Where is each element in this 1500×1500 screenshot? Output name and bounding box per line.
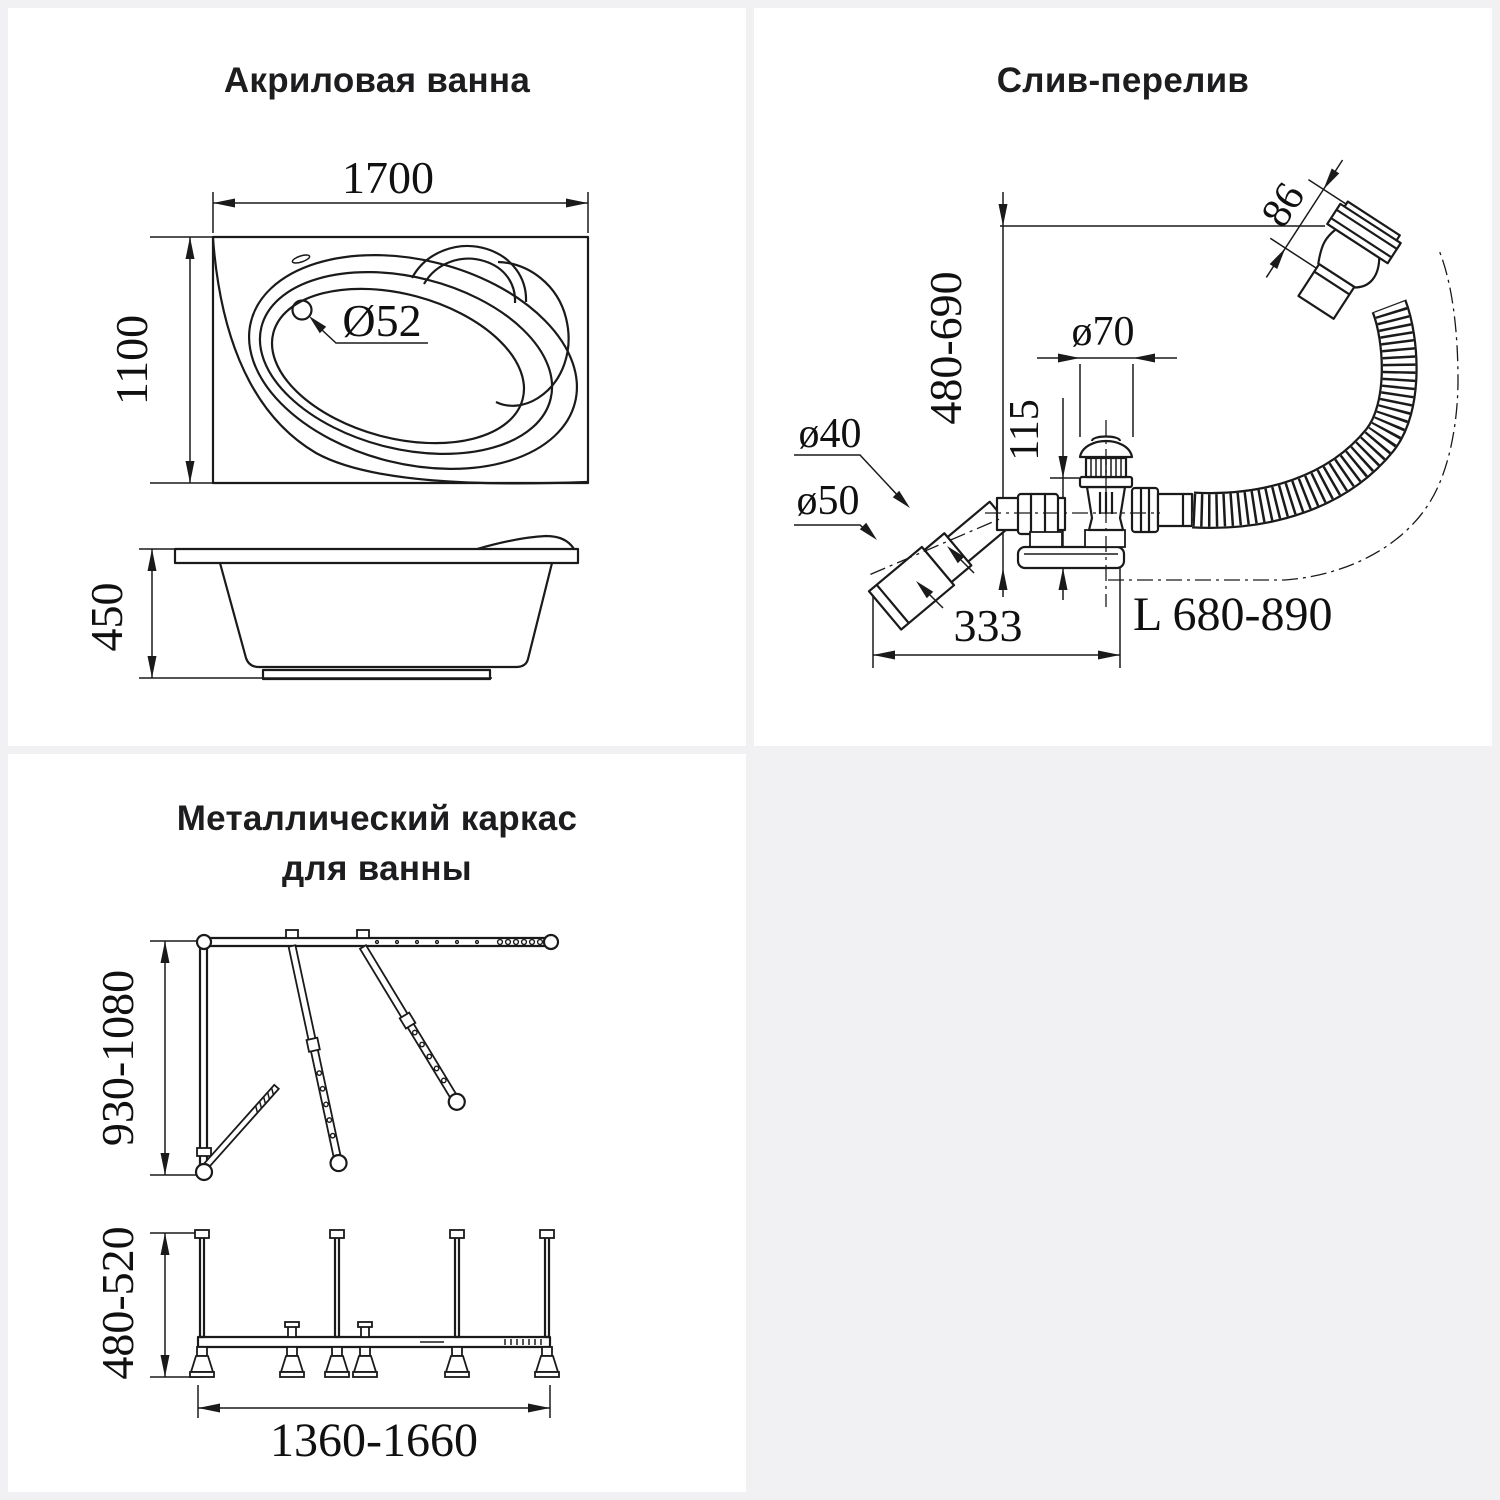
bathtub-drawing: Ø52 1700 1100 [81, 152, 590, 681]
drain-diameter-label: Ø52 [342, 295, 421, 346]
tub-apron-curve [211, 237, 588, 485]
pipe40-label: ø40 [799, 411, 862, 457]
drain-structure: 86 [867, 159, 1418, 631]
tub-basin [270, 287, 526, 445]
side-headrest [476, 534, 575, 551]
panel-drain: Слив-перелив 480-690 ø70 115 [754, 8, 1492, 746]
studs [194, 1229, 555, 1339]
overflow-head: 86 [1253, 159, 1402, 320]
frame-assembled-view: 480-520 [92, 1226, 560, 1467]
hose-extent-reference [1108, 247, 1459, 581]
tee-locknut [1084, 529, 1126, 548]
rail-end-ball [542, 933, 560, 951]
leg-range-label: 480-520 [92, 1226, 143, 1379]
overflow-hose [1192, 299, 1418, 529]
height-label: 450 [81, 583, 132, 652]
width-label: 1700 [342, 152, 434, 203]
drain-drawing: 480-690 ø70 115 333 L 680-890 [794, 159, 1459, 668]
drain-leader-arrow [309, 316, 327, 334]
outlet-pipe [867, 500, 1012, 631]
head-body [1317, 228, 1381, 289]
hose-nut [1130, 486, 1160, 534]
rail-hatch [504, 1339, 542, 1345]
pipe-leaders: ø40 ø50 [794, 411, 975, 609]
overflow-slot [291, 254, 311, 264]
side-rim [173, 547, 580, 565]
centerlines [870, 247, 1459, 607]
panel-bathtub: Акриловая ванна Ø52 1700 [8, 8, 746, 746]
hose-nipple [1156, 492, 1194, 528]
frame-title-line2: для ванны [282, 849, 472, 888]
pipe-nut [1016, 492, 1060, 536]
leg-b [358, 943, 466, 1111]
pipe50-label: ø50 [797, 478, 860, 524]
side-body [218, 562, 554, 669]
offset-label: 115 [1002, 399, 1048, 460]
bathtub-title: Акриловая ванна [223, 61, 531, 100]
cap-diameter-label: ø70 [1072, 309, 1135, 355]
frame-drawing: 930-1080 [92, 929, 560, 1467]
side-plinth [261, 668, 492, 681]
left-post [198, 944, 209, 1170]
drain-hole [291, 299, 313, 321]
hose-length-label: L 680-890 [1133, 588, 1333, 641]
tub-outline-rect [211, 235, 590, 485]
length-label: 333 [954, 600, 1023, 651]
frame-title-line1: Металлический каркас [176, 799, 578, 838]
post-top-ball [195, 933, 213, 951]
bathtub-top-view: Ø52 1700 1100 [106, 152, 590, 485]
tub-rim-outer [247, 254, 579, 470]
left-locknut [1029, 531, 1063, 548]
frame-height-label: 930-1080 [92, 970, 143, 1146]
post-bottom-ball [194, 1162, 214, 1182]
headrest-lobe [495, 260, 570, 407]
height-range-label: 480-690 [920, 271, 971, 424]
top-rail [198, 936, 547, 948]
brace [202, 1083, 281, 1170]
flange-plate [1016, 545, 1126, 570]
leg-a [287, 944, 348, 1173]
headrest-arc-inner [423, 257, 517, 304]
drain-leader-line [321, 329, 428, 344]
rail-clamp-1 [285, 929, 299, 939]
drain-title: Слив-перелив [996, 61, 1250, 100]
panel-frame: Металлический каркас для ванны 930-1080 [8, 754, 746, 1492]
depth-label: 1100 [106, 315, 157, 405]
frame-width-label: 1360-1660 [270, 1414, 478, 1467]
bottom-rail [196, 1335, 552, 1349]
frame-folded-view: 930-1080 [92, 929, 560, 1182]
frame-title: Металлический каркас для ванны [8, 794, 746, 894]
feet [189, 1346, 560, 1378]
post-collar [196, 1147, 212, 1157]
head-cover [1326, 202, 1402, 265]
bathtub-side-view: 450 [81, 534, 580, 681]
drain-dimensions: 480-690 ø70 115 333 L 680-890 [872, 192, 1333, 668]
rail-clamp-2 [356, 929, 370, 939]
headrest-arc-outer [411, 244, 528, 303]
